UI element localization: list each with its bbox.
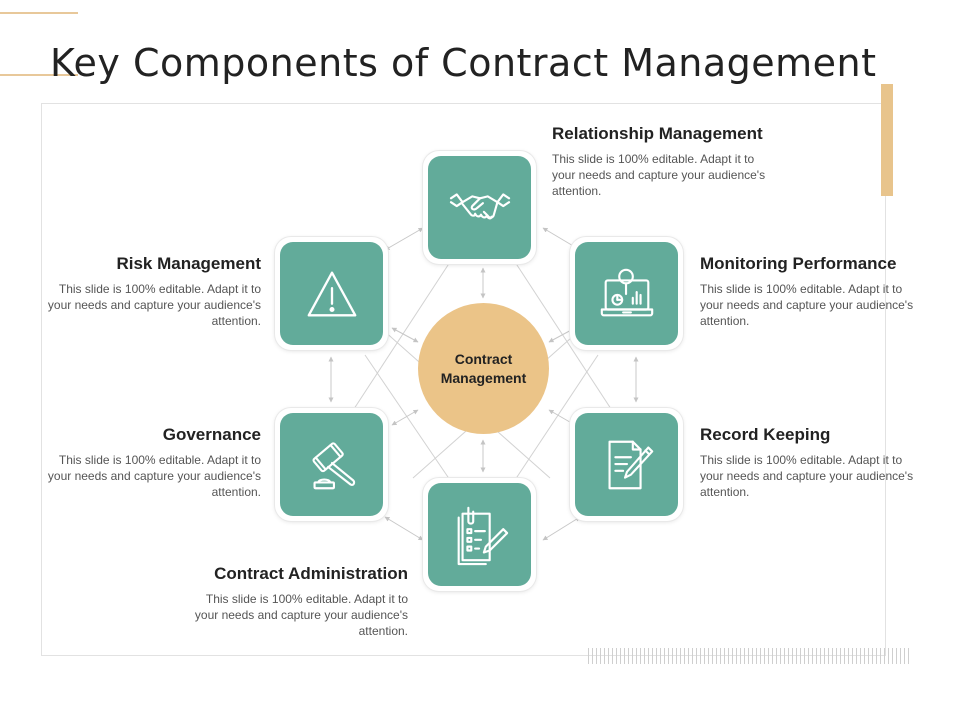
center-label: Contract Management: [440, 350, 527, 386]
tile-governance: [275, 408, 388, 521]
label-contract-administration: Contract Administration This slide is 10…: [178, 564, 408, 639]
administration-title: Contract Administration: [214, 564, 408, 583]
top-decor-line: [0, 12, 78, 14]
gavel-icon: [311, 441, 355, 489]
tile-risk-management: [275, 237, 388, 350]
label-risk-management: Risk Management This slide is 100% edita…: [31, 254, 261, 329]
tile-contract-administration: [423, 478, 536, 591]
label-monitoring-performance: Monitoring Performance This slide is 100…: [700, 254, 930, 329]
risk-title: Risk Management: [116, 254, 261, 273]
handshake-icon: [449, 192, 510, 219]
monitoring-title: Monitoring Performance: [700, 254, 897, 273]
governance-title: Governance: [162, 425, 261, 444]
label-relationship-management: Relationship Management This slide is 10…: [552, 124, 782, 199]
record-desc: This slide is 100% editable. Adapt it to…: [700, 453, 914, 499]
document-pen-icon: [607, 440, 653, 489]
relationship-title: Relationship Management: [552, 124, 763, 143]
record-title: Record Keeping: [700, 425, 831, 444]
monitoring-desc: This slide is 100% editable. Adapt it to…: [700, 282, 914, 328]
monitoring-laptop-icon: [600, 268, 653, 316]
tile-monitoring-performance: [570, 237, 683, 350]
administration-desc: This slide is 100% editable. Adapt it to…: [194, 592, 408, 638]
relationship-desc: This slide is 100% editable. Adapt it to…: [552, 152, 766, 198]
page-title: Key Components of Contract Management: [50, 41, 877, 86]
warning-triangle-icon: [307, 271, 356, 316]
label-record-keeping: Record Keeping This slide is 100% editab…: [700, 425, 930, 500]
label-governance: Governance This slide is 100% editable. …: [31, 425, 261, 500]
risk-desc: This slide is 100% editable. Adapt it to…: [47, 282, 261, 328]
governance-desc: This slide is 100% editable. Adapt it to…: [47, 453, 261, 499]
bottom-decor-line: [0, 74, 78, 76]
hatch-decoration: [588, 648, 910, 664]
content-frame: [41, 103, 886, 656]
gold-accent-bar: [881, 84, 893, 196]
tile-record-keeping: [570, 408, 683, 521]
clipboard-checklist-icon: [457, 506, 508, 565]
tile-relationship-management: [423, 151, 536, 264]
center-hub: Contract Management: [418, 303, 549, 434]
